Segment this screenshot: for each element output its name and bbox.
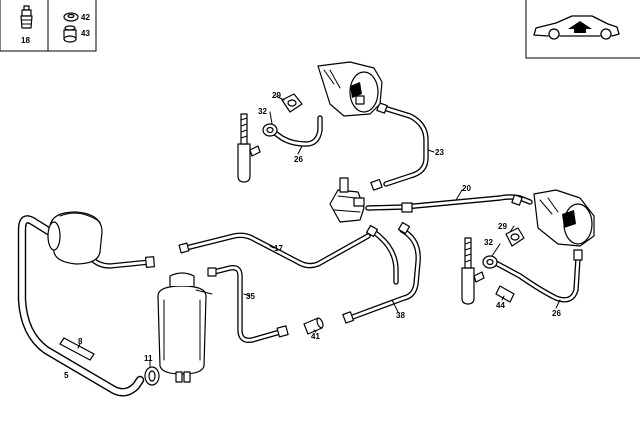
arrow-up-icon [568,21,592,33]
right-pump-unit [533,189,595,247]
washer-32-right [482,255,498,269]
callout-26-upper: 26 [294,155,303,164]
bleed-valve-upper [237,113,261,183]
leader-lines [77,95,561,367]
sleeve-8 [59,337,95,361]
clamp-11 [144,366,160,386]
cap-29-right [505,227,525,247]
callout-41: 41 [311,332,320,341]
vehicle-orientation-box [525,0,640,59]
callout-42: 42 [81,13,90,22]
callout-labels: 29 32 26 23 20 29 32 44 26 17 35 41 38 8… [64,91,561,380]
callout-38: 38 [396,311,405,320]
cap-29-upper [281,93,303,113]
connector-41 [303,317,324,335]
pipe-fittings [144,102,583,338]
bleed-screw-icon [20,5,33,29]
callout-5: 5 [64,371,69,380]
callout-11: 11 [144,354,153,363]
upper-pump-unit [317,61,383,117]
callout-43: 43 [81,29,90,38]
callout-26-right: 26 [552,309,561,318]
hose-5 [17,215,145,397]
callout-18: 18 [21,36,30,45]
parts-legend-box: 18 42 43 [0,0,97,52]
bleed-valve-right [461,237,485,305]
sleeve-44 [495,285,515,303]
fuel-filter [157,272,213,383]
callout-35: 35 [246,292,255,301]
left-heater-unit [47,211,103,265]
callout-32-right: 32 [484,238,493,247]
callout-23: 23 [435,148,444,157]
fuel-lines [85,105,581,343]
callout-20: 20 [462,184,471,193]
callout-29-upper: 29 [272,91,281,100]
distributor-block [329,177,365,223]
callout-29-right: 29 [498,222,507,231]
callout-17: 17 [274,244,283,253]
callout-8: 8 [78,337,83,346]
washer-32-upper [262,123,278,137]
callout-32-upper: 32 [258,107,267,116]
cap-nut-icon [63,25,77,43]
washer-icon [63,12,79,22]
car-silhouette-icon [533,15,620,40]
callout-44: 44 [496,301,505,310]
